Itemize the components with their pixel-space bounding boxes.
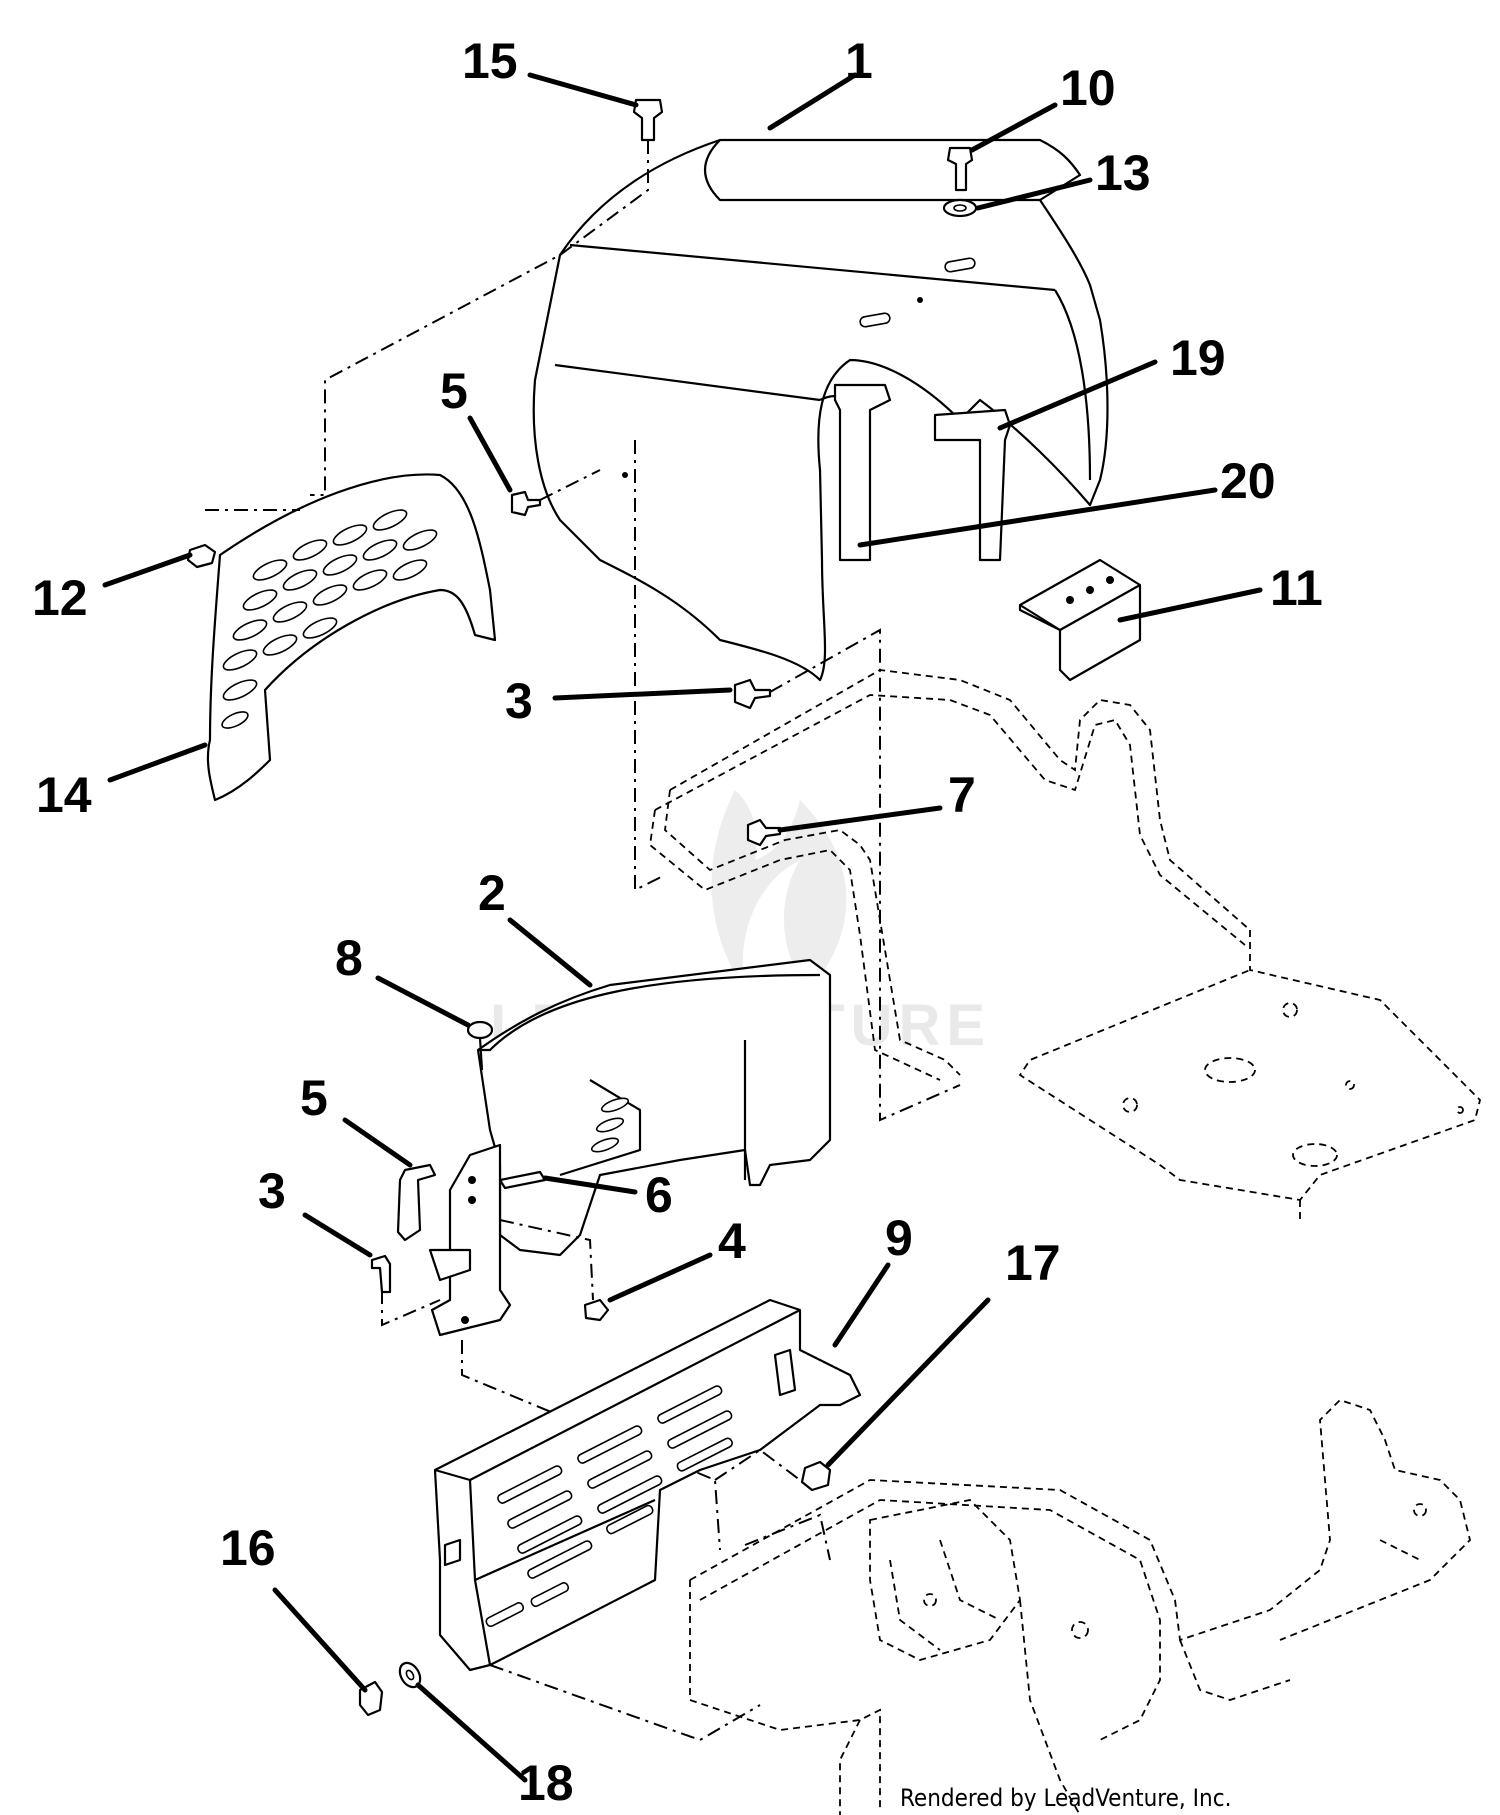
callout-1: 1 — [845, 33, 873, 89]
callout-leader-17 — [825, 1297, 991, 1468]
step-plate-slot — [773, 1348, 797, 1397]
part-bracket — [1018, 558, 1142, 682]
callout-leader-16 — [272, 1587, 368, 1693]
callout-leader-11 — [1117, 587, 1263, 623]
callout-leader-18 — [415, 1682, 528, 1783]
dash-panel-lip — [478, 973, 821, 1052]
callout-18: 18 — [518, 1755, 574, 1811]
callout-14: 14 — [36, 767, 92, 823]
callouts: 1 2 3 3 4 5 5 6 7 8 9 10 11 — [32, 33, 1323, 1811]
callout-leader-14 — [107, 742, 208, 783]
callout-17: 17 — [1005, 1235, 1061, 1291]
callout-leader-8 — [375, 975, 471, 1028]
hood-seam-2 — [554, 363, 821, 402]
part-5-clip — [510, 490, 542, 517]
grille-body — [206, 473, 497, 802]
part-4-nut — [583, 1298, 610, 1322]
dash-panel-inner — [559, 1079, 642, 1177]
bracket-hole — [1066, 596, 1074, 604]
callout-leader-10 — [969, 102, 1058, 153]
hood-side-curve — [1054, 289, 1092, 481]
callout-leader-12 — [102, 552, 193, 588]
callout-3-upper: 3 — [505, 673, 533, 729]
hood-top-edge — [704, 139, 1040, 202]
part-3-screw — [733, 678, 772, 710]
callout-leader-3 — [552, 687, 733, 701]
part-3-screw-lower — [370, 1254, 392, 1294]
hood-hole — [622, 472, 628, 478]
part-15-bolt — [632, 98, 664, 142]
dash-panel-bracket — [430, 1143, 512, 1337]
bracket-fold — [1019, 584, 1141, 632]
part-grille — [206, 473, 497, 802]
callout-9: 9 — [885, 1210, 913, 1266]
callout-leader-20 — [857, 487, 1218, 548]
frame-upper-phantom — [649, 669, 1481, 1220]
callout-7: 7 — [948, 767, 976, 823]
callout-leader-2 — [507, 917, 593, 988]
bracket-hole — [1086, 586, 1094, 594]
callout-leader-9 — [832, 1262, 891, 1348]
callout-19: 19 — [1170, 330, 1226, 386]
part-7-screw — [746, 818, 782, 847]
callout-leader-7 — [777, 805, 943, 833]
callout-leader-6 — [542, 1175, 638, 1195]
callout-16: 16 — [220, 1520, 276, 1576]
callout-15: 15 — [462, 33, 518, 89]
callout-20: 20 — [1220, 453, 1276, 509]
callout-6: 6 — [645, 1167, 673, 1223]
part-17-nut — [800, 1460, 832, 1492]
hardware-lower — [370, 1020, 610, 1322]
bumper-left — [833, 383, 892, 562]
callout-11: 11 — [1270, 560, 1323, 616]
callout-leader-5 — [467, 415, 513, 493]
hood-hole — [917, 297, 923, 303]
bracket-hole — [1106, 576, 1114, 584]
callout-5-lower: 5 — [300, 1070, 328, 1126]
step-plate-notch — [443, 1538, 462, 1567]
callout-leader-4 — [607, 1252, 713, 1303]
callout-3-lower: 3 — [258, 1163, 286, 1219]
watermark-flame-icon — [711, 790, 847, 990]
callout-4: 4 — [718, 1213, 746, 1269]
callout-leader-3-lower — [302, 1212, 373, 1258]
grille-slots — [221, 509, 438, 729]
callout-leader-5-lower — [342, 1117, 413, 1168]
callout-2: 2 — [478, 865, 506, 921]
render-credit: Rendered by LeadVenture, Inc. — [900, 1784, 1231, 1812]
dash-panel-foot — [428, 1248, 472, 1282]
callout-12: 12 — [32, 570, 88, 626]
hood-seam-1 — [569, 243, 1056, 292]
callout-leader-1 — [767, 72, 858, 131]
callout-leader-15 — [527, 72, 639, 108]
step-plate-rib — [474, 1498, 656, 1582]
callout-8: 8 — [335, 930, 363, 986]
hardware-upper — [186, 98, 978, 847]
callout-5-upper: 5 — [440, 363, 468, 419]
part-hood — [532, 138, 1109, 682]
bumper-right — [933, 408, 1012, 562]
part-step-plate — [433, 1298, 862, 1672]
callout-13: 13 — [1095, 145, 1151, 201]
callout-leader-19 — [997, 359, 1158, 431]
callout-10: 10 — [1060, 60, 1116, 116]
frame-lower-phantom — [689, 1398, 1471, 1815]
callout-leader-13 — [975, 177, 1093, 211]
part-12-nut — [186, 543, 217, 569]
assembly-lines-upper — [205, 140, 961, 1122]
hood-vent-slot — [859, 312, 891, 328]
part-8-knob — [466, 1020, 494, 1040]
step-plate-slots — [485, 1385, 733, 1628]
hood-vent-slot — [944, 257, 976, 273]
hood-shell — [532, 138, 1109, 682]
part-5-latch — [396, 1163, 437, 1242]
